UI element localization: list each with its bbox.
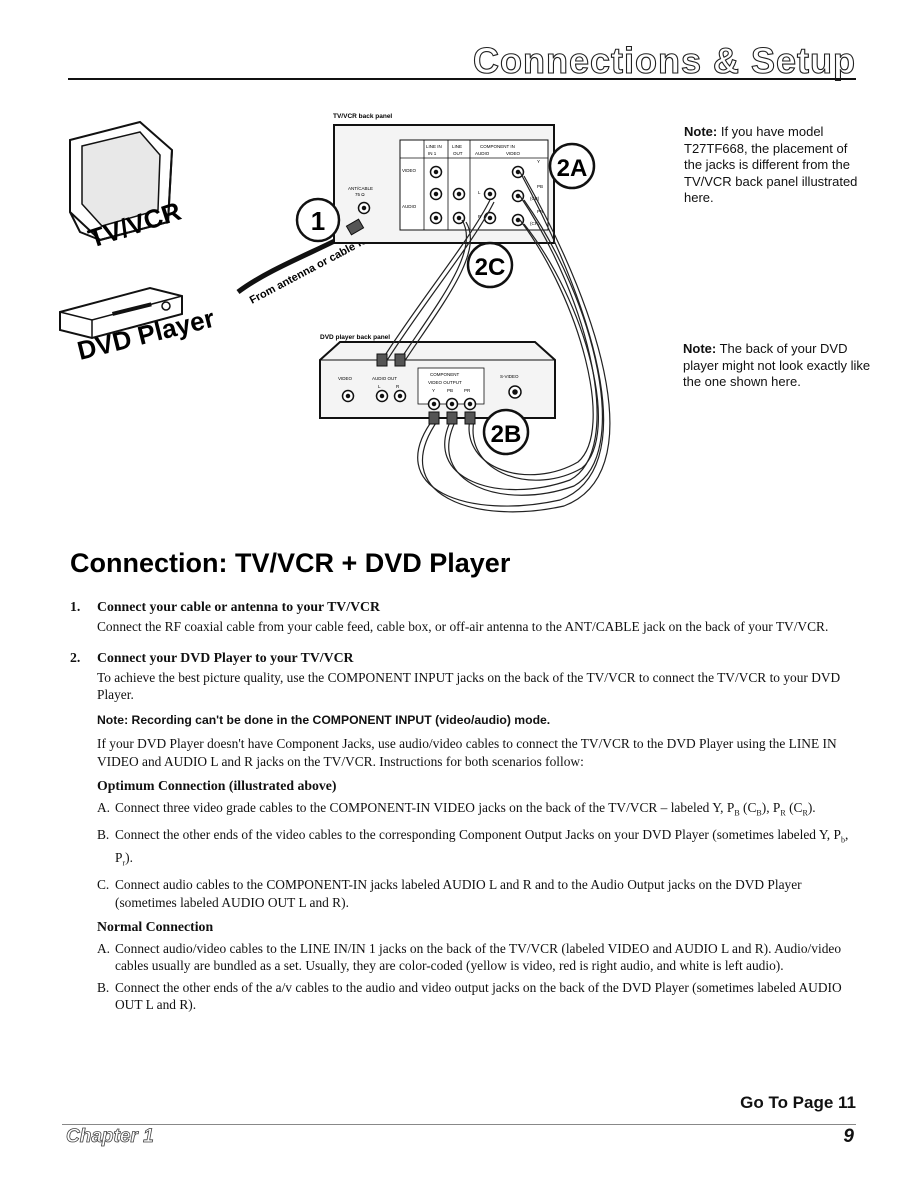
jack-label-ant-ohm: 75 Ω — [355, 192, 365, 197]
dvd-jack-label-l: L — [378, 384, 381, 389]
dvd-jacks — [341, 385, 522, 411]
jack-label-video-top: VIDEO — [506, 151, 521, 156]
step-2-alt-text: If your DVD Player doesn't have Componen… — [97, 736, 837, 769]
jack-row-audio: AUDIO — [402, 204, 417, 209]
jack-label-audio-top: AUDIO — [475, 151, 490, 156]
step-2-text: To achieve the best picture quality, use… — [97, 669, 841, 703]
item-letter: A. — [97, 799, 111, 815]
callout-1-text: 1 — [311, 206, 325, 236]
item-text-part: (C — [785, 799, 803, 815]
header-rule — [68, 78, 856, 80]
callout-2c: 2C — [466, 241, 514, 289]
dvd-illustration — [59, 286, 183, 340]
item-letter: B. — [97, 826, 110, 842]
subscript: B — [734, 808, 740, 818]
cable-plugs — [345, 218, 476, 425]
note-text: If you have model T27TF668, the placemen… — [684, 124, 858, 205]
jack-label-cr: (CR) — [530, 221, 540, 226]
callout-2b-text: 2B — [491, 421, 522, 448]
step-number: 1. — [70, 599, 81, 614]
connection-diagram: TV/VCR DVD Player From antenna or cable … — [59, 113, 611, 513]
jack-label-component: COMPONENT IN — [480, 144, 515, 149]
jack-row-video: VIDEO — [402, 168, 417, 173]
dvd-jack-label-video: VIDEO — [338, 376, 353, 381]
item-text-part: , P — [115, 826, 849, 865]
optimum-item-a: A.Connect three video grade cables to th… — [97, 799, 860, 822]
normal-item-a: A.Connect audio/video cables to the LINE… — [97, 940, 860, 975]
optimum-heading: Optimum Connection (illustrated above) — [97, 778, 337, 793]
subscript: R — [802, 808, 808, 818]
jack-label-l: L — [478, 190, 481, 195]
tvvcr-jacks — [357, 165, 525, 227]
dvd-jack-label-pr: PR — [464, 388, 471, 393]
instructions: 1. Connect your cable or antenna to your … — [70, 598, 860, 1014]
callout-2b: 2B — [482, 408, 530, 456]
footer-chapter: Chapter 1 — [66, 1126, 154, 1148]
dvd-jack-label-video-output: VIDEO OUTPUT — [428, 380, 462, 385]
item-text-part: ). — [125, 849, 133, 865]
callout-2a: 2A — [548, 142, 596, 190]
section-title: Connection: TV/VCR + DVD Player — [70, 548, 511, 578]
dvd-jack-label-r: R — [396, 384, 400, 389]
item-text: Connect audio cables to the COMPONENT-IN… — [115, 877, 802, 910]
item-text-part: ). — [807, 799, 816, 815]
side-note-model: Note: If you have model T27TF668, the pl… — [684, 124, 864, 207]
item-text: Connect the other ends of the video cabl… — [115, 826, 841, 842]
dvd-jack-label-component: COMPONENT — [430, 372, 460, 377]
step-heading-text: Connect your cable or antenna to your TV… — [97, 599, 380, 614]
step-2-heading: 2. Connect your DVD Player to your TV/VCR — [70, 649, 860, 667]
go-to-page-link[interactable]: Go To Page 11 — [740, 1093, 856, 1112]
note-text: The back of your DVD player might not lo… — [683, 341, 871, 389]
subscript: r — [122, 858, 126, 868]
note-label: Note: — [683, 341, 717, 356]
item-text-part: P — [726, 799, 735, 815]
item-letter: C. — [97, 877, 110, 893]
side-note-dvd: Note: The back of your DVD player might … — [683, 341, 883, 391]
item-text: Connect the other ends of the a/v cables… — [115, 979, 842, 1013]
note-label: Note: — [684, 124, 718, 139]
subscript: B — [756, 808, 762, 818]
jack-label-in1: IN 1 — [428, 151, 437, 156]
tvvcr-panel-label: TV/VCR back panel — [333, 113, 392, 120]
dvd-jack-label-s-video: S-VIDEO — [500, 374, 519, 379]
jack-label-line-in: LINE IN — [426, 144, 442, 149]
jack-label-cb: (CB) — [530, 196, 540, 201]
av-cables — [381, 171, 611, 513]
item-letter: A. — [97, 940, 111, 956]
dvd-jack-label-audio-out: AUDIO OUT — [372, 376, 397, 381]
optimum-item-c: C. Connect audio cables to the COMPONENT-… — [97, 876, 860, 911]
tvvcr-illustration — [69, 120, 174, 242]
callout-2a-text: 2A — [557, 155, 588, 182]
page-number: 9 — [843, 1126, 854, 1147]
dvd-panel-label: DVD player back panel — [320, 334, 390, 341]
item-text: Connect three video grade cables to the … — [115, 799, 727, 815]
item-letter: B. — [97, 979, 110, 995]
subscript: b — [840, 835, 845, 845]
step-1-heading: 1. Connect your cable or antenna to your … — [70, 598, 860, 616]
jack-label-y: Y — [537, 159, 540, 164]
normal-heading: Normal Connection — [97, 919, 214, 935]
step-number: 2. — [70, 650, 81, 665]
step-1-text: Connect the RF coaxial cable from your c… — [97, 618, 829, 634]
jack-label-out: OUT — [453, 151, 463, 156]
dvd-jack-label-pb: PB — [447, 388, 453, 393]
item-text-part: (C — [739, 799, 757, 815]
jack-label-pb: PB — [537, 184, 543, 189]
step-heading-text: Connect your DVD Player to your TV/VCR — [97, 650, 354, 665]
recording-note: Note: Recording can't be done in the COM… — [97, 712, 551, 727]
page-header-title: Connections & Setup — [472, 39, 856, 81]
jack-label-ant-cable: ANT/CABLE — [348, 186, 373, 191]
jack-label-r: R — [478, 214, 482, 219]
optimum-item-b: B. Connect the other ends of the video ca… — [97, 826, 860, 872]
subscript: R — [780, 808, 786, 818]
item-text-part: ), P — [761, 799, 781, 815]
item-text: Connect audio/video cables to the LINE I… — [115, 940, 842, 974]
callout-2c-text: 2C — [475, 254, 506, 281]
normal-item-b: B. Connect the other ends of the a/v cabl… — [97, 979, 860, 1014]
dvd-jack-label-y: Y — [432, 388, 435, 393]
jack-label-line: LINE — [452, 144, 462, 149]
callout-1: 1 — [295, 197, 341, 243]
footer-rule — [62, 1124, 856, 1125]
